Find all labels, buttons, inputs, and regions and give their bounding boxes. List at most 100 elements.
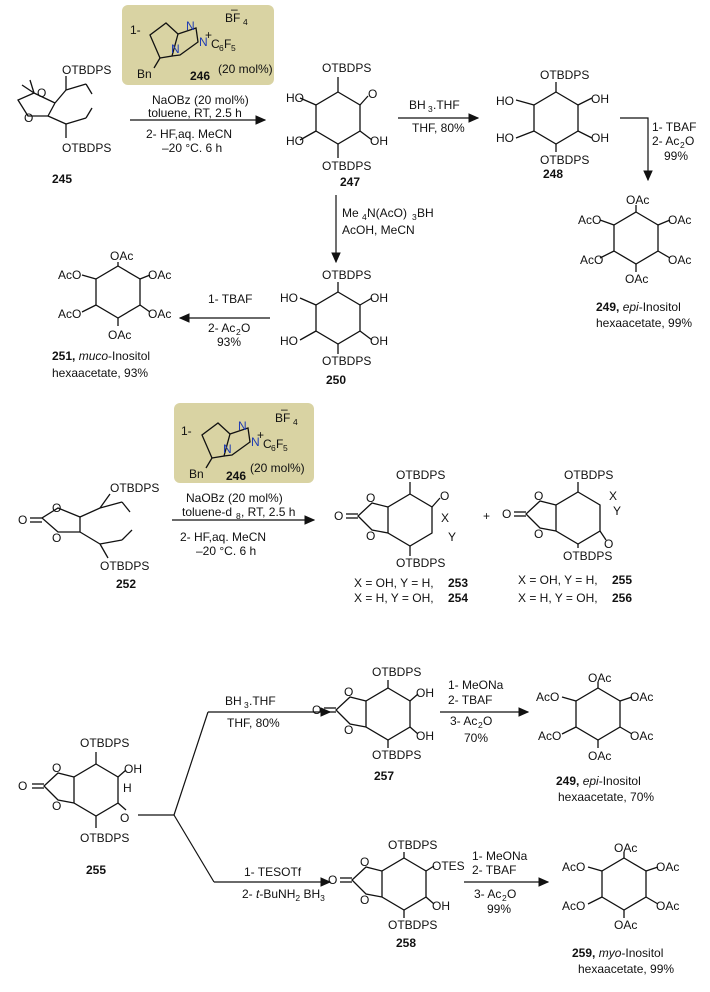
svg-text:6: 6 [271,443,276,453]
svg-text:hexaacetate, 93%: hexaacetate, 93% [52,366,148,380]
svg-text:255: 255 [86,863,106,877]
svg-text:4: 4 [362,212,367,222]
svg-text:N(AcO): N(AcO) [367,206,407,220]
svg-text:NaOBz (20 mol%): NaOBz (20 mol%) [186,491,283,505]
svg-text:–: – [281,402,288,416]
svg-text:O: O [328,873,337,887]
svg-text:X = OH, Y = H,: X = OH, Y = H, [518,573,598,587]
svg-text:OTBDPS: OTBDPS [372,748,421,762]
svg-text:THF, 80%: THF, 80% [227,716,280,730]
svg-text:OAc: OAc [108,328,131,342]
svg-text:–20 °C. 6 h: –20 °C. 6 h [196,544,256,558]
svg-text:6: 6 [219,43,224,53]
svg-text:OAc: OAc [614,841,637,855]
svg-text:AcO: AcO [580,253,603,267]
svg-text:OH: OH [591,92,609,106]
svg-text:N: N [199,35,208,49]
svg-text:hexaacetate, 99%: hexaacetate, 99% [578,962,674,976]
svg-text:OAc: OAc [110,249,133,263]
compound-258: O O O OTBDPS OTES OH OTBDPS 258 [328,838,465,950]
svg-text:OTBDPS: OTBDPS [564,468,613,482]
svg-text:OH: OH [432,899,450,913]
svg-text:OH: OH [370,334,388,348]
svg-text:OAc: OAc [625,272,648,286]
plus-sign: + [483,509,490,523]
svg-text:OAc: OAc [630,729,653,743]
compound-255-bottom: O O O OTBDPS OH H O OTBDPS 255 [18,736,142,877]
svg-text:2- t-BuNH2 BH3: 2- t-BuNH2 BH3 [242,887,325,903]
svg-text:OAc: OAc [656,899,679,913]
svg-text:2- Ac: 2- Ac [652,134,679,148]
svg-text:255: 255 [612,573,632,587]
svg-text:NaOBz (20 mol%): NaOBz (20 mol%) [152,93,249,107]
svg-text:5: 5 [231,43,236,53]
svg-text:hexaacetate, 70%: hexaacetate, 70% [558,790,654,804]
svg-text:OTBDPS: OTBDPS [80,831,129,845]
svg-text:HO: HO [286,134,304,148]
svg-text:toluene, RT, 2.5 h: toluene, RT, 2.5 h [148,106,242,120]
svg-text:259, myo-Inositol: 259, myo-Inositol [572,946,663,960]
conditions-r3: 1- TBAF 2- Ac 2 O 99% [652,120,696,163]
svg-text:1- TBAF: 1- TBAF [652,120,696,134]
svg-text:O: O [18,513,27,527]
compound-248: OTBDPS HO OH HO OH OTBDPS 248 [496,68,609,181]
svg-text:N: N [238,419,247,433]
svg-text:OTBDPS: OTBDPS [110,481,159,495]
svg-text:OAc: OAc [588,671,611,685]
svg-text:AcO: AcO [58,268,81,282]
svg-text:257: 257 [374,769,394,783]
svg-text:BH: BH [409,98,426,112]
svg-text:3: 3 [244,700,249,710]
compound-255-256: O O O OTBDPS X Y O OTBDPS X = OH, Y = H,… [502,468,632,605]
svg-text:93%: 93% [217,335,241,349]
svg-text:2- HF,aq. MeCN: 2- HF,aq. MeCN [146,127,232,141]
svg-text:99%: 99% [487,902,511,916]
svg-text:C: C [211,37,220,51]
svg-text:OTBDPS: OTBDPS [80,736,129,750]
svg-text:1- MeONa: 1- MeONa [472,849,528,863]
svg-text:OAc: OAc [614,918,637,932]
svg-text:OTBDPS: OTBDPS [62,141,111,155]
svg-text:2- HF,aq. MeCN: 2- HF,aq. MeCN [180,530,266,544]
svg-text:H: H [123,781,132,795]
svg-text:OAc: OAc [148,307,171,321]
compound-251: OAc AcO OAc AcO OAc OAc 251, muco-Inosit… [52,249,171,380]
compound-252: O O O OTBDPS OTBDPS 252 [18,481,159,591]
svg-text:O: O [37,86,46,100]
compound-250: OTBDPS HO OH HO OH OTBDPS 250 [280,268,388,387]
svg-text:AcO: AcO [562,899,585,913]
svg-text:Bn: Bn [137,67,152,81]
svg-text:+: + [257,428,264,442]
svg-text:O: O [344,685,353,699]
svg-text:O: O [120,811,129,825]
conditions-r9: 1- TESOTf 2- t-BuNH2 BH3 [242,865,325,903]
svg-text:2- Ac: 2- Ac [208,321,235,335]
svg-text:OH: OH [370,291,388,305]
catalyst-box-top: 1- N N N + C 6 F 5 BF 4 – Bn 246 (20 mol… [122,2,274,85]
svg-text:O: O [52,761,61,775]
compound-245: O O OTBDPS OTBDPS 245 [17,63,111,186]
svg-text:BF: BF [275,411,290,425]
conditions-r1: NaOBz (20 mol%) toluene, RT, 2.5 h 2- HF… [146,93,249,155]
svg-text:245: 245 [52,172,72,186]
svg-text:O: O [360,855,369,869]
svg-text:3- Ac: 3- Ac [450,714,477,728]
svg-text:Y: Y [613,504,621,518]
svg-text:OAc: OAc [588,749,611,763]
svg-text:O: O [604,537,613,551]
svg-text:HO: HO [496,94,514,108]
svg-text:99%: 99% [664,149,688,163]
svg-text:OTBDPS: OTBDPS [540,68,589,82]
svg-text:BF: BF [225,11,240,25]
svg-text:O: O [685,134,694,148]
svg-text:249, epi-Inositol: 249, epi-Inositol [556,774,641,788]
compound-253-254: O O O OTBDPS O X Y OTBDPS X = OH, Y = H,… [334,468,468,605]
svg-text:246: 246 [226,469,246,483]
compound-249: OAc AcO OAc AcO OAc OAc 249, epi-Inosito… [578,193,692,330]
svg-text:O: O [334,509,343,523]
compound-247: OTBDPS O HO HO OH OTBDPS 247 [286,61,388,189]
svg-text:OTES: OTES [432,859,465,873]
svg-text:249, epi-Inositol: 249, epi-Inositol [596,300,681,314]
conditions-r10: 1- MeONa 2- TBAF 3- Ac 2 O 99% [472,849,528,916]
compound-257: O O O OTBDPS OH OH OTBDPS 257 [312,665,434,783]
